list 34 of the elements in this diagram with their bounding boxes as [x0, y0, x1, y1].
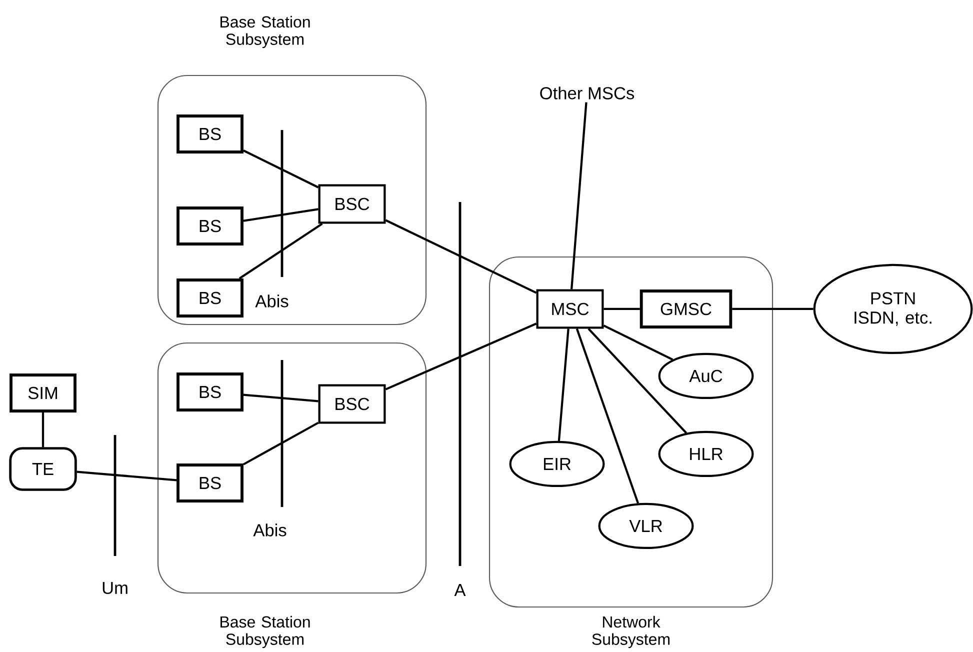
node-label: Network Subsystem: [592, 616, 670, 648]
element-box: BS: [176, 278, 244, 318]
connector-line: [588, 328, 688, 434]
element-box: SIM: [10, 374, 76, 412]
node-label: Other MSCs: [540, 86, 634, 100]
connector-line: [558, 328, 570, 442]
connector-line: [570, 102, 588, 290]
interface-label: A: [454, 584, 466, 596]
element-box: BSC: [318, 184, 386, 224]
connector-line: [76, 470, 177, 482]
connector-line: [732, 308, 814, 310]
element-box: MSC: [536, 289, 604, 329]
connector-line: [243, 208, 318, 222]
connector-line: [243, 394, 318, 402]
element-box: BS: [176, 114, 244, 154]
element-box: GMSC: [640, 290, 732, 328]
connector-line: [242, 422, 319, 466]
element-box: BS: [176, 372, 244, 412]
connector-line: [576, 328, 640, 504]
node-label: Base Station Subsystem: [220, 616, 310, 648]
terminal-box: TE: [9, 447, 77, 491]
element-box: BSC: [318, 384, 386, 424]
connector-line: [243, 150, 319, 188]
element-box: BS: [176, 206, 244, 246]
interface-label: Um: [102, 582, 128, 594]
node-label: Base Station Subsystem: [220, 16, 310, 48]
interface-label: Abis: [253, 524, 286, 536]
connector-line: [385, 322, 537, 390]
connector-line: [385, 219, 537, 294]
element-box: BS: [176, 464, 244, 502]
connector-line: [238, 222, 323, 280]
connector-line: [603, 324, 674, 360]
connector-line: [42, 412, 44, 448]
connector-line: [604, 308, 640, 310]
